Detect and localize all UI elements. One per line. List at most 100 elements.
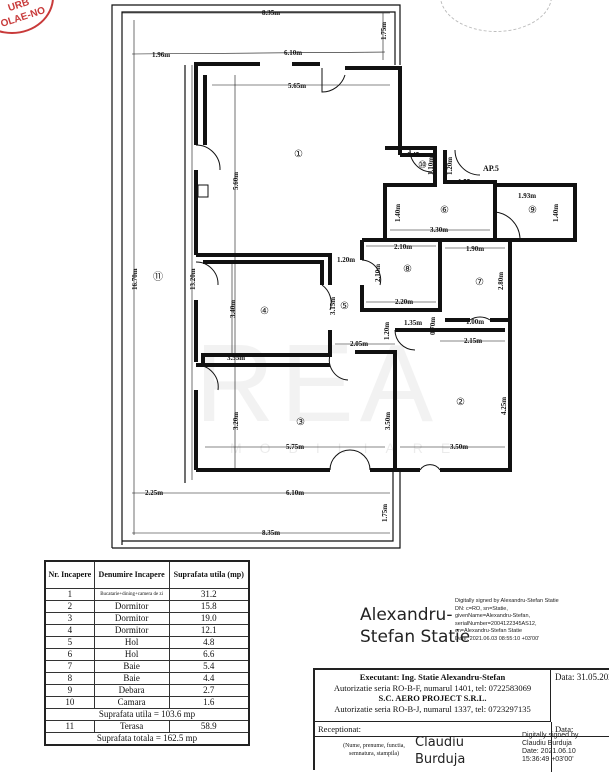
dim-label: 2.10m	[394, 243, 412, 251]
room-area-table: Nr. Incapere Denumire Incapere Suprafata…	[44, 560, 250, 746]
dim-label: 2.05m	[350, 340, 368, 348]
dim-label: 5.75m	[286, 443, 304, 451]
cell: 12.1	[168, 624, 250, 637]
dim-label: 1.75m	[380, 22, 388, 40]
room-marker-11: ⑪	[153, 271, 163, 283]
dim-label: 5.65m	[288, 82, 306, 90]
dim-label: 3.50m	[450, 443, 468, 451]
dimension-lines	[122, 12, 505, 535]
cell: 58.9	[168, 720, 250, 733]
signer-name: Claudiu	[415, 735, 464, 750]
dim-label: 1.00m	[466, 318, 484, 326]
floor-plan: 8.35m 1.75m 1.96m 6.10m 5.65m 5.60m 16.7…	[111, 4, 577, 549]
receptionat-label: Receptionat:	[318, 724, 361, 734]
authorization-2: Autorizatie seria RO-B-J, numarul 1337, …	[334, 703, 531, 714]
room-marker-6: ⑥	[440, 205, 449, 216]
cell: 1.6	[168, 696, 250, 709]
executant-block: Executant: Ing. Statie Alexandru-Stefan …	[313, 668, 609, 772]
cell: 3	[44, 612, 95, 625]
cell: 6.6	[168, 648, 250, 661]
sig-line: Date: 2021.06.03 08:55:10 +03'00'	[455, 635, 540, 642]
dim-label: 3.50m	[384, 412, 392, 430]
subtotal-row: Suprafata utila = 103.6 mp	[44, 708, 250, 721]
dim-label: 4.25m	[500, 397, 508, 415]
door-arcs	[195, 68, 521, 471]
cell: Baie	[93, 660, 170, 673]
cell: 5	[44, 636, 95, 649]
sig-line: serialNumber=2004122345AS12,	[455, 620, 537, 627]
room-marker-5: ⑤	[340, 301, 349, 312]
room-marker-4: ④	[260, 306, 269, 317]
dim-label: 2.15m	[464, 337, 482, 345]
cell: Hol	[93, 648, 170, 661]
dim-label: 1.35m	[404, 319, 422, 327]
cell: Bucatarie+dining+camera de zi	[93, 588, 170, 601]
cell: Dormitor	[93, 600, 170, 613]
date-field: Data: 31.05.202	[555, 672, 609, 682]
dim-label: 1.90m	[466, 245, 484, 253]
cell: Dormitor	[93, 624, 170, 637]
dim-label: 2.80m	[497, 272, 505, 290]
room-marker-9: ⑨	[528, 205, 537, 216]
signature-details: Digitally signed by Alexandru-Stefan Sta…	[455, 598, 565, 643]
sig-line: givenName=Alexandru-Stefan,	[455, 613, 531, 619]
dim-label: 16.70m	[131, 268, 139, 290]
dim-label: 1.20m	[383, 322, 391, 340]
signer-name: Stefan Statie	[360, 627, 471, 647]
cell: 1	[44, 588, 95, 601]
signer-name: Burduja	[415, 752, 466, 767]
sig-line: DN: c=RO, sn=Statie,	[455, 605, 508, 612]
total-cell: Suprafata totala = 162.5 mp	[44, 732, 250, 746]
total-row: Suprafata totala = 162.5 mp	[44, 732, 250, 746]
room-marker-7: ⑦	[475, 277, 484, 288]
cell: Baie	[93, 672, 170, 685]
divider	[315, 736, 609, 737]
dim-label: 1.10m	[427, 157, 435, 175]
apartment-label: AP.5	[483, 164, 499, 173]
dim-label: 8.35m	[262, 529, 280, 537]
cell: 15.8	[168, 600, 250, 613]
signature-alexandru: Alexandru- Stefan Statie	[360, 604, 470, 648]
dim-label: 13.20m	[189, 268, 197, 290]
cell: 2	[44, 600, 95, 613]
dim-label: 1.93m	[518, 192, 536, 200]
company-name: S.C. AERO PROJECT S.R.L.	[378, 693, 487, 703]
cell: 4	[44, 624, 95, 637]
dim-label: 1.40m	[552, 204, 560, 222]
dim-label: 1.55m	[458, 178, 476, 186]
dim-label: 2.10m	[374, 264, 382, 282]
cell: 6	[44, 648, 95, 661]
cell: 4.4	[168, 672, 250, 685]
dim-label: 1.40m	[394, 204, 402, 222]
date-field-2: Data:	[555, 724, 574, 734]
sig-line: Digitally signed by Alexandru-Stefan Sta…	[455, 598, 559, 604]
divider	[551, 722, 552, 772]
signature-claudiu: Claudiu Burduja	[415, 734, 465, 768]
room-marker-3: ③	[296, 417, 305, 428]
room-marker-8: ⑧	[403, 264, 412, 275]
signature-hint: (Nume, prenume, functia, semnatura, stam…	[343, 743, 405, 757]
cell: 10	[44, 696, 95, 709]
dim-label: 1.96m	[152, 51, 170, 59]
column-header: Nr. Incapere	[44, 560, 95, 589]
dim-label: 2.20m	[395, 298, 413, 306]
authorization-1: Autorizatie seria RO-B-F, numarul 1401, …	[333, 682, 532, 693]
sig-line: Claudiu Burduja	[522, 740, 572, 747]
dim-label: 2.25m	[145, 489, 163, 497]
cell: 19.0	[168, 612, 250, 625]
dim-label: 1.45m	[407, 151, 425, 159]
column-header: Suprafata utila (mp)	[168, 560, 250, 589]
dim-label: 3.15m	[329, 297, 337, 315]
column-header: Denumire Incapere	[93, 560, 170, 589]
dim-label: 1.75m	[381, 504, 389, 522]
